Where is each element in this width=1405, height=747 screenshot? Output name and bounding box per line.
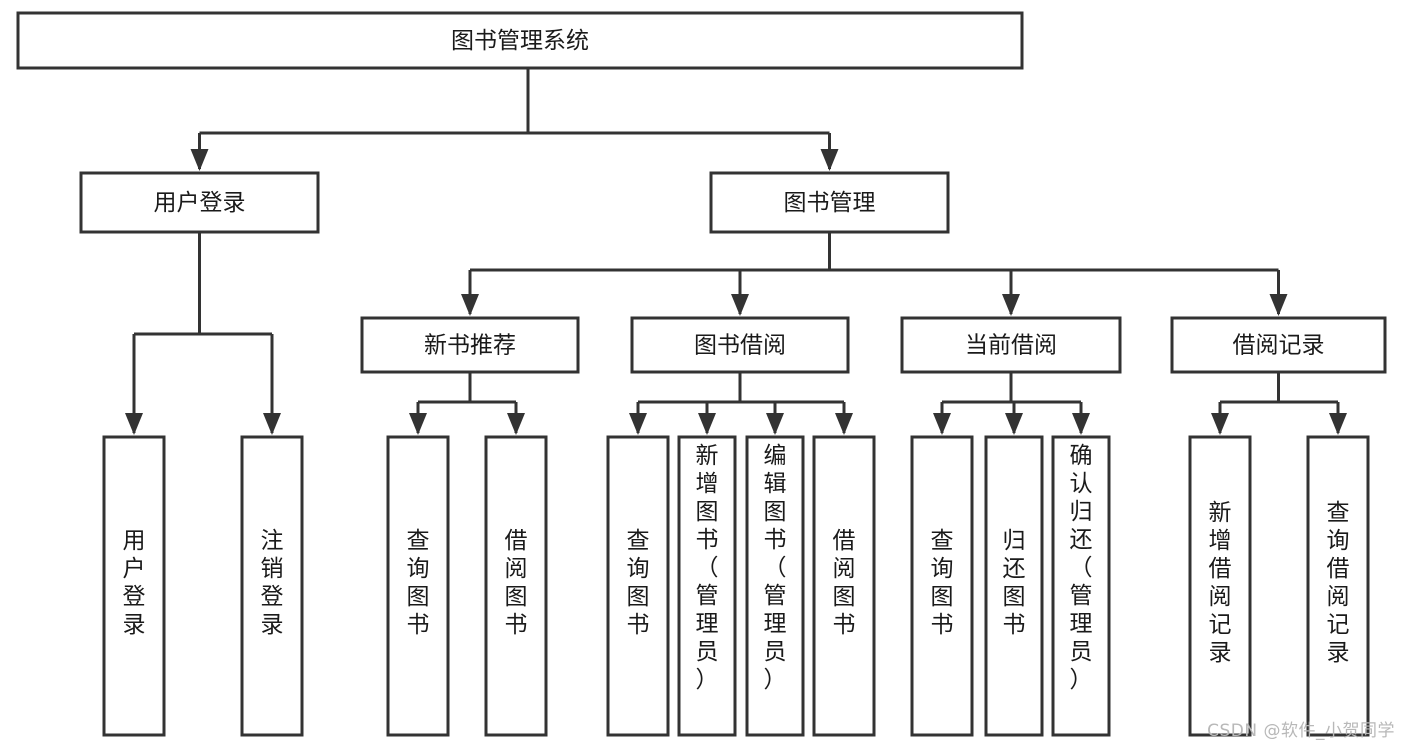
node-label-current-borrow: 当前借阅 xyxy=(965,333,1057,359)
node-label-leaf-logout-login: 注销登录 xyxy=(261,528,284,638)
node-box-borrow-record xyxy=(1170,316,1387,374)
arrow-head-icon-current-borrow xyxy=(1002,294,1020,316)
node-box-leaf-edit-book xyxy=(745,435,805,737)
node-label-new-book-recommend: 新书推荐 xyxy=(424,333,516,359)
node-box-current-borrow xyxy=(900,316,1122,374)
node-box-root xyxy=(16,11,1024,70)
arrow-head-icon-borrow-record xyxy=(1269,294,1288,316)
node-box-leaf-confirm-return xyxy=(1051,435,1111,737)
node-label-leaf-query-borrow-record: 查询借阅记录 xyxy=(1327,500,1350,666)
node-box-leaf-query-book-3 xyxy=(910,435,974,737)
node-leaf-return-book[interactable]: 归还图书 xyxy=(984,435,1044,737)
node-box-leaf-borrow-book-2 xyxy=(812,435,876,737)
node-current-borrow[interactable]: 当前借阅 xyxy=(900,316,1122,374)
node-root[interactable]: 图书管理系统 xyxy=(16,11,1024,70)
node-box-leaf-add-book xyxy=(677,435,737,737)
arrow-head-icon-leaf-user-login xyxy=(125,413,143,435)
node-label-borrow-record: 借阅记录 xyxy=(1233,333,1325,359)
node-label-leaf-query-book-1: 查询图书 xyxy=(407,528,430,638)
node-label-book-borrow: 图书借阅 xyxy=(694,333,786,359)
arrow-head-icon-leaf-edit-book xyxy=(766,413,784,435)
node-label-leaf-add-borrow-record: 新增借阅记录 xyxy=(1209,500,1232,666)
node-leaf-query-book-2[interactable]: 查询图书 xyxy=(606,435,670,737)
node-label-leaf-borrow-book-1: 借阅图书 xyxy=(505,528,528,638)
arrow-head-icon-leaf-add-borrow-record xyxy=(1211,413,1229,435)
arrow-head-icon-new-book-recommend xyxy=(461,294,479,316)
node-box-leaf-query-book-1 xyxy=(386,435,450,737)
node-new-book-recommend[interactable]: 新书推荐 xyxy=(360,316,580,374)
node-box-leaf-add-borrow-record xyxy=(1188,435,1252,737)
arrow-head-icon-leaf-query-book-2 xyxy=(629,413,647,435)
node-box-leaf-query-borrow-record xyxy=(1306,435,1370,737)
node-label-leaf-edit-book: 编辑图书（管理员） xyxy=(764,443,787,693)
arrow-head-icon-book-borrow xyxy=(731,294,749,316)
node-box-book-management xyxy=(709,171,950,234)
node-label-book-management: 图书管理 xyxy=(784,190,876,216)
node-label-leaf-return-book: 归还图书 xyxy=(1003,528,1026,638)
connector-layer xyxy=(125,68,1347,435)
node-label-leaf-query-book-2: 查询图书 xyxy=(627,528,650,638)
arrow-head-icon-leaf-query-book-3 xyxy=(933,413,951,435)
node-box-leaf-borrow-book-1 xyxy=(484,435,548,737)
arrow-head-icon-leaf-return-book xyxy=(1005,413,1023,435)
arrow-head-icon-leaf-query-borrow-record xyxy=(1329,413,1347,435)
node-leaf-edit-book[interactable]: 编辑图书（管理员） xyxy=(745,435,805,737)
arrow-head-icon-book-management xyxy=(820,149,839,171)
node-borrow-record[interactable]: 借阅记录 xyxy=(1170,316,1387,374)
node-box-leaf-user-login xyxy=(102,435,166,737)
arrow-head-icon-leaf-borrow-book-2 xyxy=(835,413,853,435)
node-leaf-add-book[interactable]: 新增图书（管理员） xyxy=(677,435,737,737)
node-label-leaf-add-book: 新增图书（管理员） xyxy=(696,443,719,693)
node-leaf-logout-login[interactable]: 注销登录 xyxy=(240,435,304,737)
node-box-book-borrow xyxy=(630,316,850,374)
node-box-new-book-recommend xyxy=(360,316,580,374)
node-user-login[interactable]: 用户登录 xyxy=(79,171,320,234)
node-box-leaf-query-book-2 xyxy=(606,435,670,737)
node-book-management[interactable]: 图书管理 xyxy=(709,171,950,234)
node-leaf-confirm-return[interactable]: 确认归还（管理员） xyxy=(1051,435,1111,737)
arrow-head-icon-user-login xyxy=(190,149,209,171)
arrow-head-icon-leaf-borrow-book-1 xyxy=(507,413,525,435)
node-label-leaf-borrow-book-2: 借阅图书 xyxy=(833,528,856,638)
node-label-leaf-confirm-return: 确认归还（管理员） xyxy=(1070,443,1093,693)
node-leaf-query-borrow-record[interactable]: 查询借阅记录 xyxy=(1306,435,1370,737)
node-box-leaf-logout-login xyxy=(240,435,304,737)
arrow-head-icon-leaf-query-book-1 xyxy=(409,413,427,435)
node-label-leaf-user-login: 用户登录 xyxy=(123,528,146,638)
node-book-borrow[interactable]: 图书借阅 xyxy=(630,316,850,374)
watermark-text: CSDN @软件_小贺同学 xyxy=(1207,721,1395,741)
node-leaf-query-book-1[interactable]: 查询图书 xyxy=(386,435,450,737)
node-label-user-login: 用户登录 xyxy=(154,190,246,216)
arrow-head-icon-leaf-logout-login xyxy=(263,413,281,435)
arrow-head-icon-leaf-add-book xyxy=(698,413,716,435)
arrow-head-icon-leaf-confirm-return xyxy=(1072,413,1090,435)
node-leaf-borrow-book-1[interactable]: 借阅图书 xyxy=(484,435,548,737)
node-leaf-query-book-3[interactable]: 查询图书 xyxy=(910,435,974,737)
node-leaf-borrow-book-2[interactable]: 借阅图书 xyxy=(812,435,876,737)
node-label-root: 图书管理系统 xyxy=(451,28,589,54)
node-label-leaf-query-book-3: 查询图书 xyxy=(931,528,954,638)
node-box-user-login xyxy=(79,171,320,234)
node-box-leaf-return-book xyxy=(984,435,1044,737)
node-leaf-user-login[interactable]: 用户登录 xyxy=(102,435,166,737)
node-layer: 图书管理系统用户登录图书管理新书推荐图书借阅当前借阅借阅记录用户登录注销登录查询… xyxy=(16,11,1387,737)
node-leaf-add-borrow-record[interactable]: 新增借阅记录 xyxy=(1188,435,1252,737)
